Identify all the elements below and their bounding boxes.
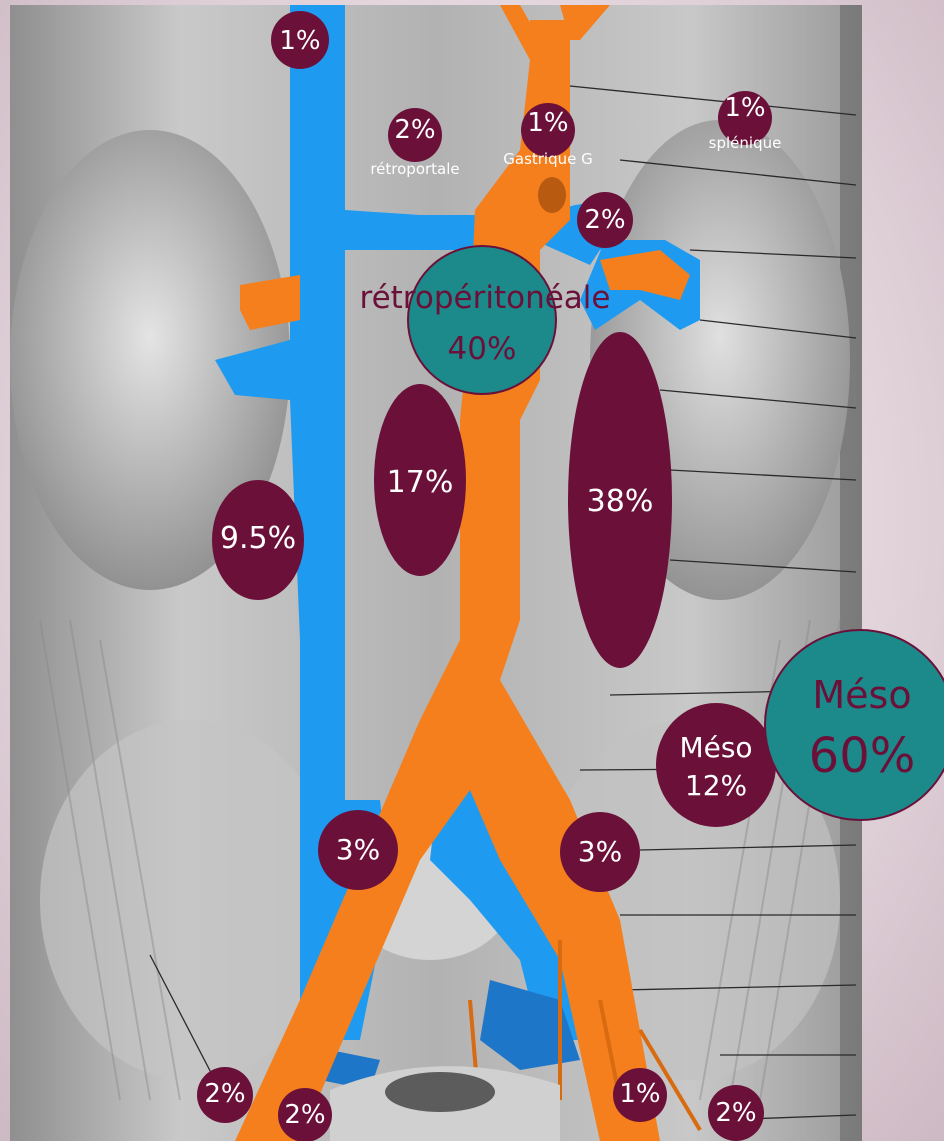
callout-meso-big: [765, 630, 944, 820]
label-bottom-2: 2%: [275, 1102, 335, 1128]
label-iliac-right: 3%: [560, 838, 640, 866]
label-splenique-pct: 1%: [715, 95, 775, 121]
label-meso-big-title: Méso: [792, 676, 932, 714]
label-iliac-left: 3%: [318, 836, 398, 864]
label-bottom-4: 2%: [706, 1100, 766, 1126]
celiac-trunk: [538, 177, 566, 213]
label-mid-ellipse: 17%: [380, 468, 460, 498]
label-renal: 2%: [575, 207, 635, 233]
label-retroportale-pct: 2%: [385, 117, 445, 143]
label-bottom-1: 2%: [195, 1081, 255, 1107]
label-gastrique-name: Gastrique G: [480, 152, 616, 167]
label-top-vena-cava: 1%: [270, 28, 330, 54]
label-bottom-3: 1%: [610, 1081, 670, 1107]
label-right-ellipse: 38%: [575, 487, 665, 517]
callout-retroperitoneale: [408, 246, 556, 394]
label-meso-big-pct: 60%: [782, 732, 942, 780]
label-meso-small-title: Méso: [670, 734, 762, 762]
label-gastrique-pct: 1%: [518, 110, 578, 136]
label-left-small: 9.5%: [213, 524, 303, 554]
label-meso-small-pct: 12%: [670, 772, 762, 800]
label-retroportale-name: rétroportale: [345, 162, 485, 177]
label-retroperitoneale-pct: 40%: [432, 334, 532, 365]
label-splenique-name: splénique: [690, 136, 800, 151]
marker-meso-small: [656, 703, 776, 827]
label-retroperitoneale-title: rétropéritonéale: [330, 283, 640, 314]
